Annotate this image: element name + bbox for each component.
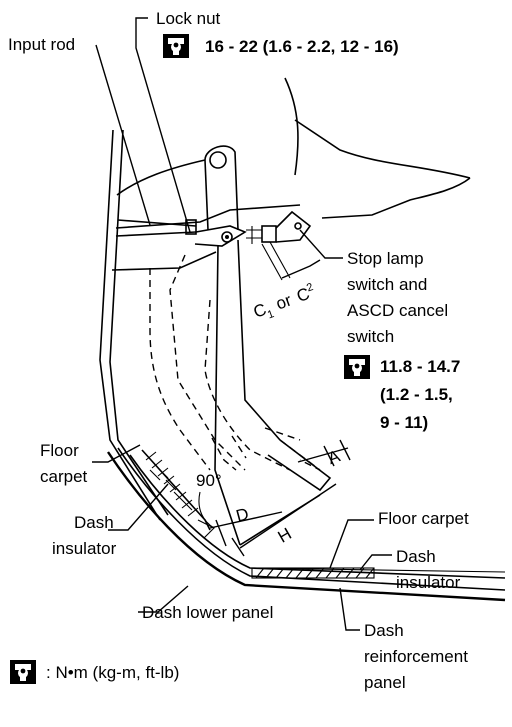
dash-reinforcement-1: Dash	[364, 621, 404, 640]
floor-carpet-left-2: carpet	[40, 467, 88, 486]
switch-torque-2: (1.2 - 1.5,	[380, 385, 453, 404]
svg-text:2: 2	[305, 281, 315, 294]
clearance-label: C 1 or C 2	[251, 281, 315, 322]
stop-lamp-label-2: switch and	[347, 275, 427, 294]
dash-reinforcement-2: reinforcement	[364, 647, 468, 666]
dash-insulator-right-2: insulator	[396, 573, 461, 592]
dash-lower-panel-label: Dash lower panel	[142, 603, 273, 622]
switch-torque-3: 9 - 11)	[380, 413, 428, 432]
dimension-d: D	[234, 504, 251, 526]
input-rod-label: Input rod	[8, 35, 75, 54]
floor-carpet-right: Floor carpet	[378, 509, 469, 528]
svg-text:1: 1	[266, 308, 276, 321]
svg-text:or: or	[273, 290, 294, 313]
lock-nut-label: Lock nut	[156, 9, 221, 28]
svg-text:C: C	[294, 284, 312, 306]
legend-text: : N•m (kg-m, ft-lb)	[46, 663, 179, 682]
dash-insulator-right-1: Dash	[396, 547, 436, 566]
dimension-h: H	[275, 524, 295, 547]
dash-insulator-left-1: Dash	[74, 513, 114, 532]
vehicle-structure	[99, 77, 506, 602]
stop-lamp-label-3: ASCD cancel	[347, 301, 448, 320]
angle-label: 90°	[196, 471, 222, 490]
lock-nut-torque: 16 - 22 (1.6 - 2.2, 12 - 16)	[205, 37, 399, 56]
torque-legend: : N•m (kg-m, ft-lb)	[10, 660, 179, 684]
floor-carpet-left-1: Floor	[40, 441, 79, 460]
switch-torque-1: 11.8 - 14.7	[380, 357, 460, 376]
stop-lamp-label-1: Stop lamp	[347, 249, 424, 268]
dash-insulator-left-2: insulator	[52, 539, 117, 558]
torque-wrench-icon	[344, 355, 370, 379]
leader-lines	[92, 17, 392, 631]
torque-wrench-icon	[10, 660, 36, 684]
svg-text:C: C	[251, 300, 269, 322]
dash-reinforcement-3: panel	[364, 673, 406, 692]
stop-lamp-label-4: switch	[347, 327, 394, 346]
torque-wrench-icon	[163, 34, 189, 58]
labels: Lock nut 16 - 22 (1.6 - 2.2, 12 - 16) In…	[8, 9, 469, 692]
